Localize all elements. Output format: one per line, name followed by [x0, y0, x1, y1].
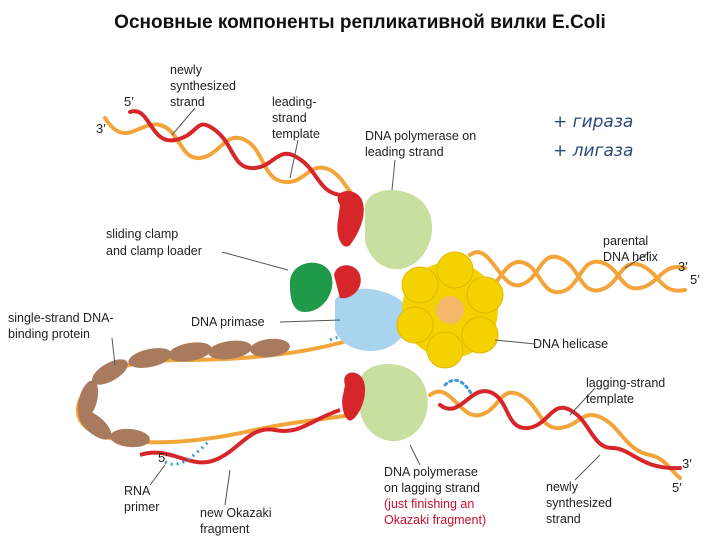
label-parental: parental DNA helix: [603, 234, 659, 264]
rna-primer-dots: [443, 378, 474, 397]
end-right-5: 5′: [690, 272, 700, 287]
end-top-5: 5′: [124, 94, 134, 109]
svg-text:(just finishing an: (just finishing an: [384, 497, 474, 511]
end-top-3: 3′: [96, 121, 106, 136]
svg-text:DNA helix: DNA helix: [603, 250, 659, 264]
lagging-duplex: [428, 378, 682, 480]
label-sliding-clamp: sliding clamp and clamp loader: [106, 227, 202, 258]
svg-text:new Okazaki: new Okazaki: [200, 506, 272, 520]
svg-text:template: template: [586, 392, 634, 406]
label-rna-primer: RNA primer: [124, 484, 159, 514]
end-right-3: 3′: [678, 259, 688, 274]
leading-duplex: [103, 109, 362, 202]
svg-text:single-strand DNA-: single-strand DNA-: [8, 311, 114, 325]
svg-text:synthesized: synthesized: [170, 79, 236, 93]
note-gyrase: + гираза: [553, 112, 633, 132]
svg-text:strand: strand: [272, 111, 307, 125]
label-newly-synth-top: newly synthesized strand: [170, 63, 236, 109]
svg-text:binding protein: binding protein: [8, 327, 90, 341]
svg-text:parental: parental: [603, 234, 648, 248]
leading-new-strand: [128, 109, 342, 197]
leader-lines: [111, 107, 651, 506]
label-okazaki: new Okazaki fragment: [200, 506, 272, 536]
svg-text:strand: strand: [170, 95, 205, 109]
svg-text:lagging-strand: lagging-strand: [586, 376, 665, 390]
parental-helix: [468, 250, 687, 304]
svg-text:leading strand: leading strand: [365, 145, 444, 159]
primase: [335, 288, 410, 351]
okazaki-fragment: [139, 408, 341, 465]
ssb-proteins: [77, 338, 290, 448]
note-ligase: + лигаза: [553, 141, 633, 161]
svg-text:sliding clamp: sliding clamp: [106, 227, 178, 241]
label-helicase: DNA helicase: [533, 337, 608, 351]
polymerase-lagging: [342, 363, 428, 442]
label-lagging-template: lagging-strand template: [586, 376, 665, 406]
svg-text:newly: newly: [546, 480, 579, 494]
replisome: [289, 190, 504, 442]
label-leading-template: leading- strand template: [272, 95, 320, 141]
svg-text:fragment: fragment: [200, 522, 250, 536]
label-pol-lagging: DNA polymerase on lagging strand (just f…: [384, 465, 486, 527]
clamp-loader: [289, 262, 361, 312]
svg-text:synthesized: synthesized: [546, 496, 612, 510]
end-bottom-right-5: 5′: [672, 480, 682, 495]
helicase: [396, 251, 504, 369]
svg-text:RNA: RNA: [124, 484, 151, 498]
lagging-loop: [75, 336, 357, 466]
svg-text:DNA polymerase on: DNA polymerase on: [365, 129, 476, 143]
svg-text:DNA polymerase: DNA polymerase: [384, 465, 478, 479]
end-bottom-right-3: 3′: [682, 456, 692, 471]
svg-text:strand: strand: [546, 512, 581, 526]
svg-text:on lagging strand: on lagging strand: [384, 481, 480, 495]
svg-text:template: template: [272, 127, 320, 141]
svg-text:primer: primer: [124, 500, 159, 514]
svg-text:leading-: leading-: [272, 95, 316, 109]
end-bottom-mid-5: 5′: [158, 450, 168, 465]
leading-template-strand: [103, 116, 362, 202]
label-primase: DNA primase: [191, 315, 265, 329]
label-newly-synth-bottom: newly synthesized strand: [546, 480, 612, 526]
label-pol-leading: DNA polymerase on leading strand: [365, 129, 476, 159]
label-ssb: single-strand DNA- binding protein: [8, 311, 114, 341]
polymerase-leading: [337, 190, 433, 270]
page-title: Основные компоненты репликативной вилки …: [114, 12, 606, 33]
svg-text:Okazaki fragment): Okazaki fragment): [384, 513, 486, 527]
svg-text:and clamp loader: and clamp loader: [106, 244, 202, 258]
svg-text:newly: newly: [170, 63, 203, 77]
